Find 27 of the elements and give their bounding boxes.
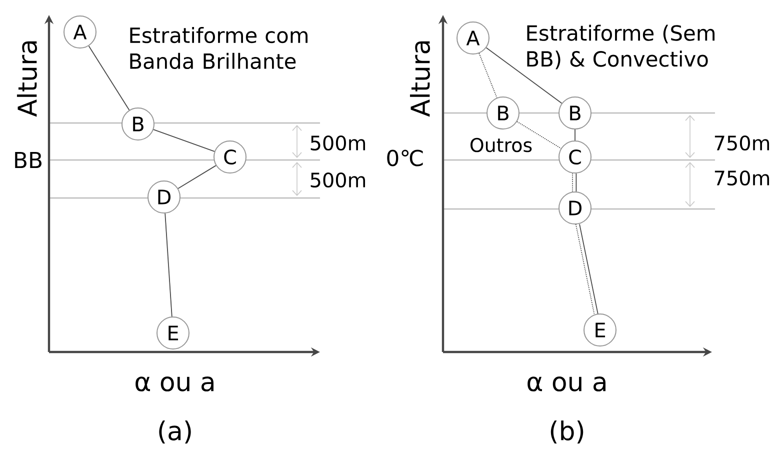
text-label: 500m — [310, 172, 366, 188]
connector-line — [516, 121, 562, 149]
connector-line — [164, 213, 172, 317]
text-label: 750m — [714, 135, 770, 151]
connector-line — [486, 47, 562, 104]
text-label: (b) — [550, 420, 584, 444]
connector-line — [478, 52, 498, 98]
connector-line — [576, 173, 577, 192]
connector-line — [575, 224, 595, 314]
text-label: 750m — [714, 170, 770, 186]
profile-title: Estratiforme com Banda Brilhante — [130, 26, 308, 70]
connector-line — [153, 129, 215, 152]
axis-label: Altura — [16, 41, 38, 117]
connector-line — [88, 46, 130, 110]
text-label: 500m — [310, 135, 366, 151]
group-label: Outros — [470, 138, 532, 152]
connector-line — [178, 165, 216, 189]
axis-label: Altura — [410, 41, 430, 117]
connector-line — [572, 173, 573, 192]
text-label: α ou a — [528, 376, 606, 392]
text-label: (a) — [159, 420, 191, 444]
text-label: α ou a — [136, 376, 214, 392]
profile-title: Estratiforme (Sem BB) & Convectivo — [527, 24, 714, 70]
connector-line — [574, 129, 576, 141]
connector-line — [579, 224, 598, 314]
text-label: BB — [15, 152, 42, 168]
text-label: 0℃ — [387, 150, 423, 166]
